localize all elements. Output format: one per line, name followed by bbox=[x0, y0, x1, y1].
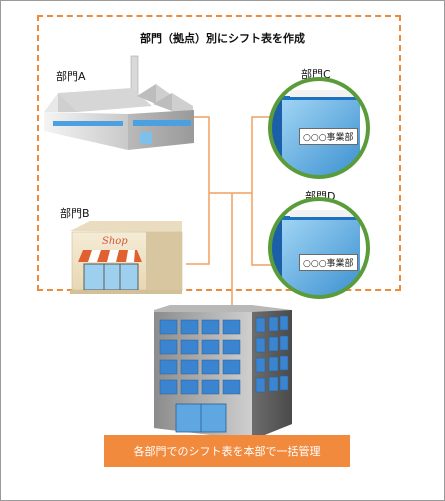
shop-building bbox=[70, 221, 183, 294]
connector-c-d bbox=[251, 116, 272, 266]
shop-sign: Shop bbox=[102, 236, 128, 247]
headquarters-building bbox=[154, 305, 292, 440]
connector-a-b bbox=[186, 116, 210, 265]
department-group-boundary bbox=[37, 15, 401, 291]
diagram-title: 部門（拠点）別にシフト表を作成 bbox=[140, 32, 305, 45]
headquarters-windows bbox=[159, 315, 289, 395]
factory-building bbox=[44, 55, 194, 150]
footer-text: 各部門でのシフト表を本部で一括管理 bbox=[133, 445, 321, 458]
department-b-label: 部門B bbox=[60, 207, 90, 220]
connector-lines bbox=[186, 116, 272, 305]
department-a-label: 部門A bbox=[56, 70, 86, 83]
footer-banner: 各部門でのシフト表を本部で一括管理 bbox=[104, 435, 350, 467]
office-d-circle bbox=[268, 197, 370, 299]
office-d-sign: ○○○事業部 bbox=[299, 254, 358, 271]
office-c-sign: ○○○事業部 bbox=[299, 128, 358, 145]
shop-awning bbox=[78, 250, 142, 262]
